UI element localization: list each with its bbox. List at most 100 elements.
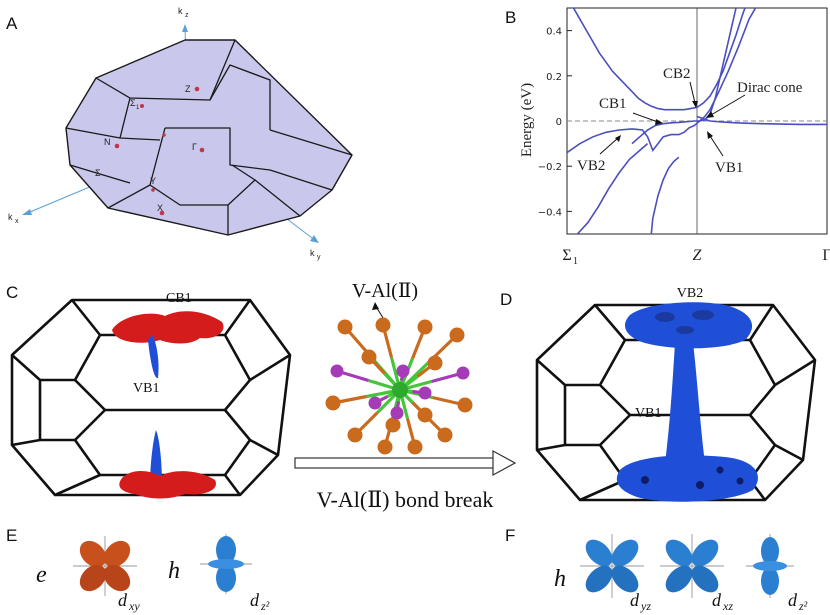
- bond-break-label: V-Al(Ⅱ) bond break: [317, 487, 494, 512]
- annot-cb2: CB2: [663, 66, 691, 82]
- annot-dirac: Dirac cone: [737, 80, 803, 96]
- al-atom-5: [347, 427, 363, 443]
- vb1-top-cone: [148, 335, 159, 379]
- label-dxz-sub: xz: [722, 599, 733, 613]
- dyz-orbital-icon: [580, 534, 644, 598]
- label-dxy-sub: xy: [128, 599, 140, 613]
- x-tick-label: Σ: [562, 247, 571, 264]
- ky-arrow-icon: [310, 235, 319, 243]
- other-atom-0: [330, 364, 344, 378]
- bz-cage-left: [10, 298, 292, 497]
- panel-label-d: D: [500, 290, 513, 309]
- al-atom-9: [457, 397, 473, 413]
- chart-ylabel: Energy (eV): [519, 83, 535, 157]
- al-atom-4: [325, 395, 341, 411]
- cb1-bottom-pocket: [119, 471, 216, 499]
- kx-arrow-icon: [22, 209, 32, 215]
- y-tick-label: 0: [556, 117, 562, 128]
- label-vb1-left: VB1: [133, 381, 159, 396]
- dz2-orbital-left-icon: [200, 534, 252, 594]
- vb2-top-cap: [625, 302, 753, 349]
- panel-label-e: E: [6, 526, 18, 545]
- annot-vb1: VB1: [715, 160, 743, 176]
- kx-sub: x: [15, 218, 19, 225]
- other-atom-2: [368, 396, 382, 410]
- ky-label: k: [310, 248, 315, 258]
- band-line-3: [576, 142, 649, 234]
- bond-break-arrow-icon: [294, 449, 517, 477]
- x-tick-label: Γ: [822, 247, 830, 264]
- other-atom-4: [396, 364, 410, 378]
- kz-sub: z: [185, 12, 189, 19]
- label-dz2-right-sub: z²: [798, 599, 808, 613]
- band-line-5: [696, 115, 827, 126]
- vb1-bottom-cone: [150, 430, 162, 485]
- bz-label-x: X: [157, 203, 163, 213]
- orbitals-f: h d yz d xz d z²: [554, 534, 808, 613]
- dz2-orbital-right-icon: [746, 534, 794, 598]
- annotation-arrows: [599, 81, 746, 157]
- label-h-left: h: [168, 558, 180, 584]
- band-line-1: [572, 8, 746, 111]
- vb1-neck: [665, 343, 705, 463]
- al-atom-2: [417, 319, 433, 335]
- bz-point-sigma1: [140, 104, 144, 108]
- y-tick-label: 0.2: [546, 72, 562, 83]
- other-atom-5: [390, 406, 404, 420]
- bz-label-n: N: [104, 137, 111, 147]
- ky-sub: y: [317, 254, 321, 261]
- al-atom-11: [427, 355, 443, 371]
- v-al-cluster: V-Al(Ⅱ) V-Al(Ⅱ) bond break: [294, 280, 517, 512]
- bz-point-y: [151, 188, 155, 192]
- bz-label-z: Z: [185, 84, 191, 94]
- y-tick-label: 0.4: [546, 27, 562, 38]
- label-dz2-right: d: [788, 590, 798, 610]
- band-line-0: [567, 8, 757, 154]
- other-atom-3: [418, 386, 432, 400]
- vb2-top-holes: [655, 310, 714, 334]
- kx-label: k: [8, 212, 13, 222]
- cb1-top-pocket: [112, 311, 224, 344]
- al-atom-6: [377, 439, 393, 455]
- label-dxz: d: [712, 590, 722, 610]
- panel-label-c: C: [6, 283, 19, 302]
- fermi-surface-right: VB2 VB1: [535, 286, 817, 502]
- label-vb2: VB2: [677, 286, 703, 301]
- kz-arrow-icon: [182, 24, 188, 32]
- al-atom-10: [361, 349, 377, 365]
- x-tick-label: Z: [693, 247, 703, 264]
- al-atom-3: [449, 327, 465, 343]
- orbitals-e: e d xy h d z²: [36, 534, 270, 613]
- x-tick-sub: 1: [573, 256, 578, 267]
- kz-label: k: [178, 6, 183, 16]
- band-line-4: [650, 156, 680, 234]
- bz-label-sigma: Σ: [95, 168, 101, 178]
- al-atom-7: [407, 439, 423, 455]
- label-dz2-left-sub: z²: [260, 599, 270, 613]
- annot-cb1: CB1: [599, 96, 627, 112]
- bz-label-gamma: Γ: [192, 142, 197, 152]
- annot-vb2: VB2: [577, 158, 605, 174]
- band-line-2: [631, 8, 737, 145]
- label-h-right: h: [554, 566, 566, 592]
- bond-pointer-arrowhead-icon: [372, 302, 379, 310]
- bond-title: V-Al(Ⅱ): [352, 280, 418, 302]
- y-tick-label: −0.4: [538, 207, 562, 218]
- al-atom-0: [337, 319, 353, 335]
- label-vb1-right: VB1: [635, 406, 661, 421]
- label-dxy: d: [118, 590, 128, 610]
- bz-point-x: [159, 210, 165, 216]
- label-dz2-left: d: [250, 590, 260, 610]
- al-atom-8: [437, 427, 453, 443]
- annotation-arrowheads: [615, 101, 714, 142]
- dxy-orbital-icon: [73, 536, 137, 596]
- label-cb1: CB1: [166, 291, 192, 306]
- bz-label-sigma1-sub: 1: [136, 105, 140, 111]
- bz-point-z: [194, 86, 200, 92]
- al-atom-13: [417, 407, 433, 423]
- dxz-orbital-icon: [660, 534, 724, 598]
- panel-label-f: F: [505, 526, 516, 545]
- bz-label-sigma1: Σ: [130, 98, 136, 108]
- al-atom-1: [375, 317, 391, 333]
